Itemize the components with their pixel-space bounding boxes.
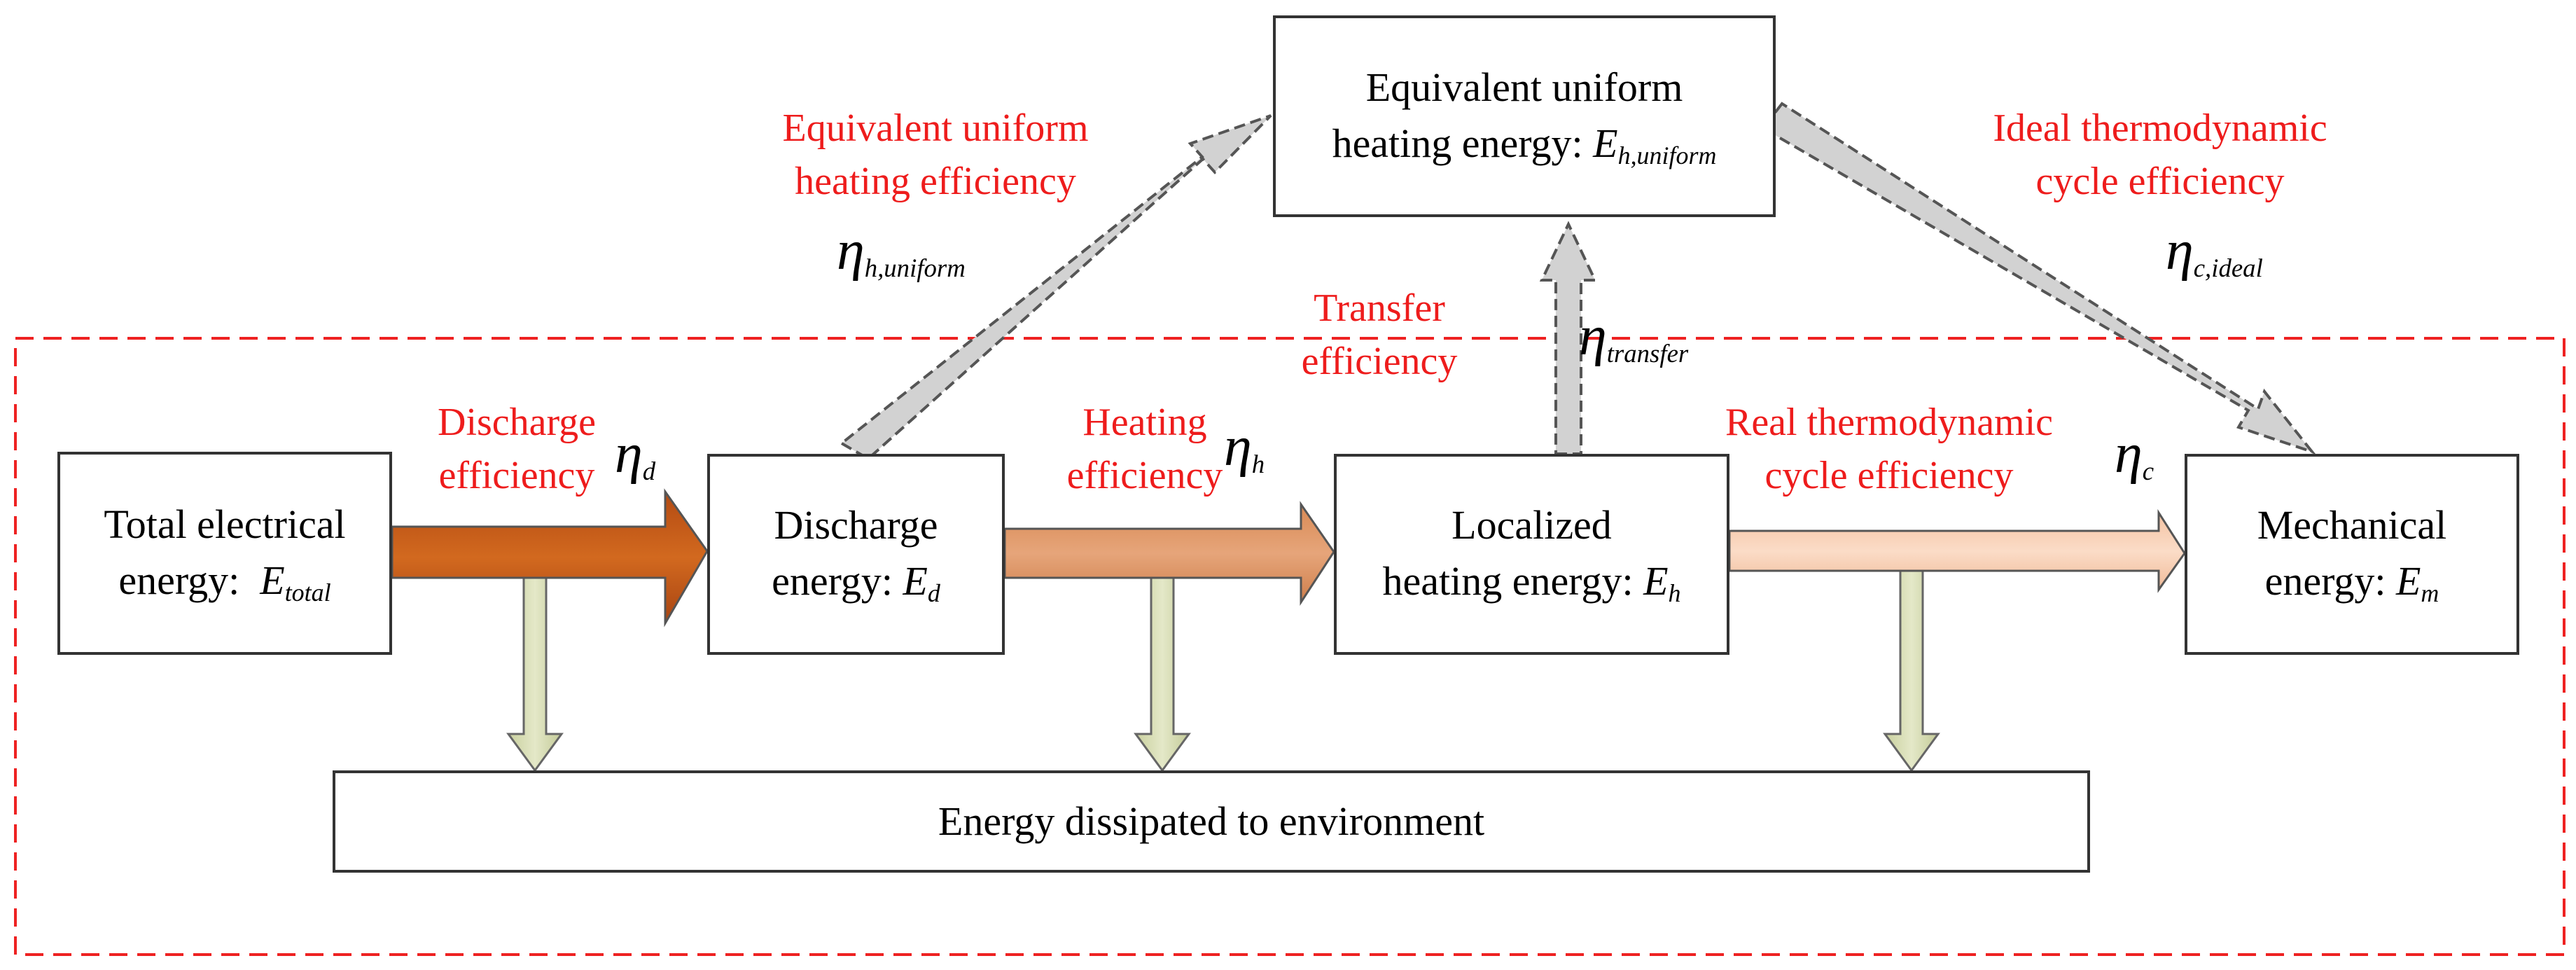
node-uniform-line1: Equivalent uniform (1365, 64, 1683, 110)
node-uniform-heating-energy: Equivalent uniform heating energy: Eh,un… (1273, 15, 1776, 217)
node-uniform-line2: heating energy: (1332, 120, 1583, 166)
label-real-cycle-efficiency: Real thermodynamic cycle efficiency (1725, 401, 2054, 498)
node-localized-line2: heating energy: (1382, 558, 1634, 604)
node-discharge-line2: energy: (772, 558, 893, 604)
eta-h: ηh (1224, 416, 1265, 479)
label-heating-efficiency: Heating efficiency (1066, 401, 1223, 498)
node-mechanical-line2: energy: (2264, 558, 2386, 604)
node-discharge-symbol: Ed (903, 558, 940, 608)
label-transfer-efficiency: Transfer efficiency (1301, 286, 1458, 384)
node-localized-symbol: Eh (1643, 558, 1681, 608)
node-total-symbol: Etotal (260, 557, 331, 607)
arrow-discharge-to-localized (1003, 501, 1335, 607)
arrow-localized-to-mechanical (1728, 508, 2186, 593)
node-total-line1: Total electrical (104, 501, 346, 547)
label-discharge-efficiency: Discharge efficiency (438, 401, 596, 498)
arrow-discharge-to-uniform (839, 114, 1272, 461)
arrow-localized-to-uniform (1539, 221, 1598, 455)
arrow-uniform-to-mechanical (1761, 102, 2316, 455)
node-discharge-energy: Discharge energy: Ed (707, 454, 1005, 655)
node-total-line2: energy: (118, 557, 240, 603)
node-total-electrical-energy: Total electrical energy: Etotal (57, 452, 392, 655)
node-discharge-line1: Discharge (774, 502, 938, 548)
loss-arrow-2 (1134, 569, 1191, 772)
arrow-total-to-discharge (391, 488, 709, 628)
system-boundary (14, 337, 2565, 956)
eta-h-uniform: ηh,uniform (837, 220, 966, 283)
node-localized-heating-energy: Localized heating energy: Eh (1334, 454, 1729, 655)
node-localized-line1: Localized (1451, 502, 1612, 548)
label-uniform-heating-efficiency: Equivalent uniform heating efficiency (782, 106, 1089, 204)
eta-d: ηd (615, 423, 656, 486)
node-uniform-symbol: Eh,uniform (1593, 120, 1717, 169)
node-mechanical-line1: Mechanical (2257, 502, 2447, 548)
node-energy-dissipated: Energy dissipated to environment (333, 770, 2090, 873)
loss-arrow-3 (1883, 564, 1940, 772)
eta-c: ηc (2115, 423, 2154, 486)
label-ideal-cycle-efficiency: Ideal thermodynamic cycle efficiency (1993, 106, 2327, 204)
node-mechanical-energy: Mechanical energy: Em (2185, 454, 2519, 655)
node-dissipated-text: Energy dissipated to environment (938, 798, 1485, 844)
eta-transfer: ηtransfer (1579, 305, 1689, 368)
node-mechanical-symbol: Em (2395, 558, 2439, 608)
eta-c-ideal: ηc,ideal (2166, 220, 2263, 283)
